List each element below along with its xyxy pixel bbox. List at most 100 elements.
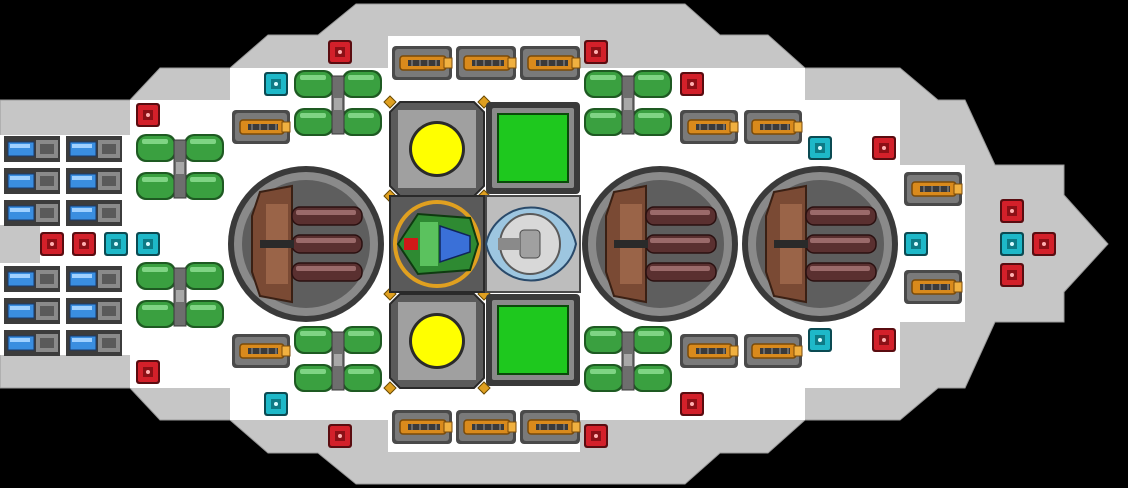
red-module[interactable] bbox=[328, 424, 352, 448]
core-cockpit[interactable] bbox=[389, 195, 485, 293]
tank-highlight bbox=[300, 75, 326, 80]
reactor-top[interactable] bbox=[383, 95, 491, 203]
thruster-core bbox=[102, 306, 116, 316]
orange-turret[interactable] bbox=[520, 46, 581, 80]
reactor-bolt bbox=[477, 381, 491, 395]
red-module-light bbox=[690, 402, 694, 406]
cannon-breech bbox=[260, 240, 294, 248]
reactor-bottom[interactable] bbox=[383, 287, 491, 395]
green-tank-cluster[interactable] bbox=[584, 70, 672, 136]
green-tank-cluster[interactable] bbox=[294, 70, 382, 136]
red-module[interactable] bbox=[872, 136, 896, 160]
red-module[interactable] bbox=[584, 40, 608, 64]
red-module[interactable] bbox=[872, 328, 896, 352]
blue-thruster[interactable] bbox=[4, 200, 60, 226]
orange-turret[interactable] bbox=[392, 46, 453, 80]
green-tank-cluster[interactable] bbox=[584, 326, 672, 392]
orange-turret[interactable] bbox=[680, 334, 739, 368]
red-module[interactable] bbox=[1000, 199, 1024, 223]
heavy-cannon[interactable] bbox=[228, 166, 384, 322]
blue-thruster[interactable] bbox=[66, 168, 122, 194]
orange-turret[interactable] bbox=[456, 46, 517, 80]
red-module-light bbox=[1010, 273, 1014, 277]
cyan-module[interactable] bbox=[808, 136, 832, 160]
red-module[interactable] bbox=[680, 72, 704, 96]
turret-slot bbox=[472, 424, 504, 430]
cyan-module-light bbox=[1010, 242, 1014, 246]
red-module-light bbox=[146, 370, 150, 374]
cannon-breech bbox=[614, 240, 648, 248]
green-tank-cluster[interactable] bbox=[136, 134, 224, 200]
blue-thruster[interactable] bbox=[4, 168, 60, 194]
red-module-light bbox=[338, 434, 342, 438]
blue-thruster[interactable] bbox=[4, 266, 60, 292]
cyan-module-light bbox=[274, 402, 278, 406]
cyan-module[interactable] bbox=[264, 72, 288, 96]
green-panel-bottom[interactable] bbox=[486, 294, 580, 386]
orange-turret[interactable] bbox=[680, 110, 739, 144]
thruster-glow bbox=[10, 208, 30, 212]
shield-dome[interactable] bbox=[485, 195, 581, 293]
red-module[interactable] bbox=[72, 232, 96, 256]
blue-thruster[interactable] bbox=[66, 266, 122, 292]
cyan-module[interactable] bbox=[1000, 232, 1024, 256]
reactor-bolt bbox=[383, 381, 397, 395]
blue-thruster[interactable] bbox=[4, 298, 60, 324]
red-module[interactable] bbox=[584, 424, 608, 448]
thruster-core bbox=[102, 208, 116, 218]
red-module[interactable] bbox=[1032, 232, 1056, 256]
cyan-module[interactable] bbox=[904, 232, 928, 256]
orange-turret[interactable] bbox=[232, 110, 291, 144]
blue-thruster[interactable] bbox=[66, 200, 122, 226]
tank-highlight bbox=[590, 331, 616, 336]
cannon-barrel-highlight bbox=[650, 238, 710, 243]
turret-muzzle bbox=[571, 57, 581, 69]
thruster-glow bbox=[10, 338, 30, 342]
turret-muzzle bbox=[953, 281, 963, 293]
orange-turret[interactable] bbox=[904, 172, 963, 206]
orange-turret[interactable] bbox=[904, 270, 963, 304]
tank-highlight bbox=[348, 113, 374, 118]
cyan-module[interactable] bbox=[104, 232, 128, 256]
green-panel-top[interactable] bbox=[486, 102, 580, 194]
heavy-cannon[interactable] bbox=[582, 166, 738, 322]
orange-turret[interactable] bbox=[392, 410, 453, 444]
blue-thruster[interactable] bbox=[66, 330, 122, 356]
orange-turret[interactable] bbox=[232, 334, 291, 368]
blue-thruster[interactable] bbox=[66, 136, 122, 162]
blue-thruster[interactable] bbox=[66, 298, 122, 324]
blue-thruster[interactable] bbox=[4, 330, 60, 356]
turret-slot bbox=[696, 348, 726, 354]
red-module[interactable] bbox=[136, 103, 160, 127]
orange-turret[interactable] bbox=[744, 334, 803, 368]
red-module-light bbox=[1010, 209, 1014, 213]
hull-notch bbox=[0, 225, 40, 263]
orange-turret[interactable] bbox=[744, 110, 803, 144]
cannon-breech bbox=[774, 240, 808, 248]
thruster-core bbox=[102, 176, 116, 186]
cannon-barrel-highlight bbox=[650, 266, 710, 271]
cyan-module-light bbox=[818, 338, 822, 342]
heavy-cannon[interactable] bbox=[742, 166, 898, 322]
tank-highlight bbox=[190, 177, 216, 182]
turret-slot bbox=[248, 348, 278, 354]
tank-highlight bbox=[590, 113, 616, 118]
turret-slot bbox=[248, 124, 278, 130]
red-module[interactable] bbox=[136, 360, 160, 384]
orange-turret[interactable] bbox=[520, 410, 581, 444]
green-tank-cluster[interactable] bbox=[136, 262, 224, 328]
red-module[interactable] bbox=[328, 40, 352, 64]
cyan-module[interactable] bbox=[808, 328, 832, 352]
turret-muzzle bbox=[793, 345, 803, 357]
cyan-module[interactable] bbox=[136, 232, 160, 256]
cyan-module[interactable] bbox=[264, 392, 288, 416]
turret-muzzle bbox=[793, 121, 803, 133]
red-module[interactable] bbox=[40, 232, 64, 256]
red-module[interactable] bbox=[1000, 263, 1024, 287]
orange-turret[interactable] bbox=[456, 410, 517, 444]
blue-thruster[interactable] bbox=[4, 136, 60, 162]
green-tank-cluster[interactable] bbox=[294, 326, 382, 392]
red-module[interactable] bbox=[680, 392, 704, 416]
tank-valve bbox=[176, 290, 184, 302]
